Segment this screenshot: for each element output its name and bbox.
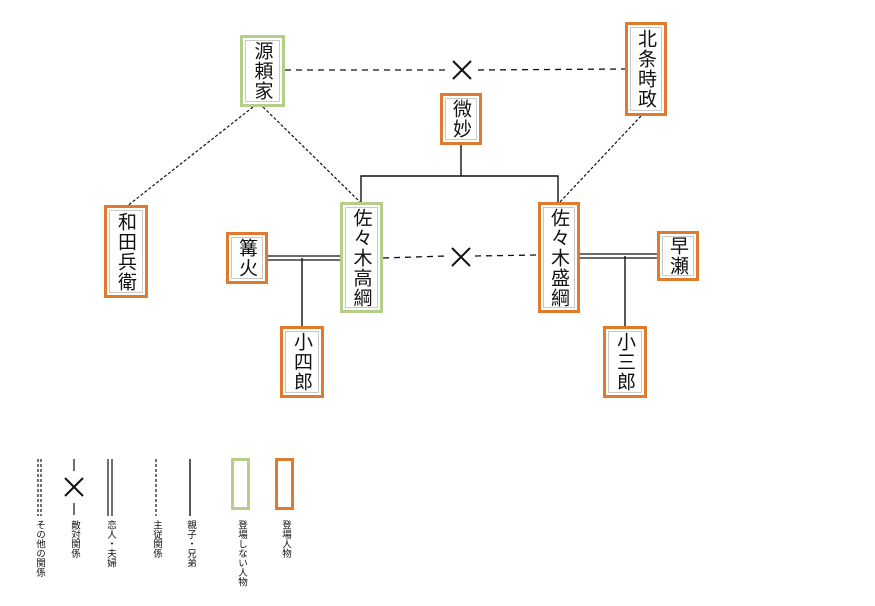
legend-enemy-cross — [64, 477, 84, 497]
enemy-cross-mark-middle — [451, 247, 471, 267]
node-sasaki-moritsuna: 佐々木盛綱 — [538, 202, 580, 313]
node-bimyo: 微妙 — [440, 93, 482, 145]
node-wada-hyoe: 和田兵衛 — [104, 205, 148, 298]
node-kosaburo: 小三郎 — [603, 326, 647, 398]
node-sasaki-takatsuna: 佐々木高綱 — [340, 202, 383, 313]
spouse-line-kagaribi-takatsuna — [268, 255, 341, 261]
legend-label-family: 親子・兄弟 — [185, 520, 196, 568]
node-koshiro: 小四郎 — [280, 326, 324, 398]
node-hojo-tokimasa: 北条時政 — [625, 22, 667, 116]
legend-absent-box — [231, 458, 250, 510]
legend-present-box — [275, 458, 294, 510]
node-hayase: 早瀬 — [657, 231, 699, 281]
legend-label-present: 登場人物 — [280, 520, 291, 558]
master-line-yoriie-takatsuna — [262, 106, 361, 203]
enemy-line-takatsuna-moritsuna — [382, 255, 447, 259]
legend-label-enemy: 敵対関係 — [69, 520, 80, 558]
enemy-line-takatsuna-moritsuna-2 — [474, 254, 539, 257]
node-kagaribi: 篝火 — [226, 232, 268, 284]
legend-lovers-sample — [107, 459, 113, 516]
legend-label-absent: 登場しない人物 — [236, 520, 247, 587]
legend-label-lovers: 恋人・夫婦 — [105, 520, 116, 568]
spouse-line-moritsuna-hayase — [580, 253, 657, 259]
family-line-bimyo-sons — [360, 145, 559, 202]
enemy-line-yoriie-tokimasa-2 — [477, 68, 626, 71]
master-line-yoriie-wada — [125, 106, 254, 208]
node-minamoto-no-yoriie: 源頼家 — [240, 35, 285, 107]
legend-label-other: その他の関係 — [34, 520, 45, 577]
master-line-tokimasa-moritsuna — [559, 115, 642, 203]
legend-label-master: 主従関係 — [151, 520, 162, 558]
enemy-cross-mark-top — [452, 60, 472, 80]
